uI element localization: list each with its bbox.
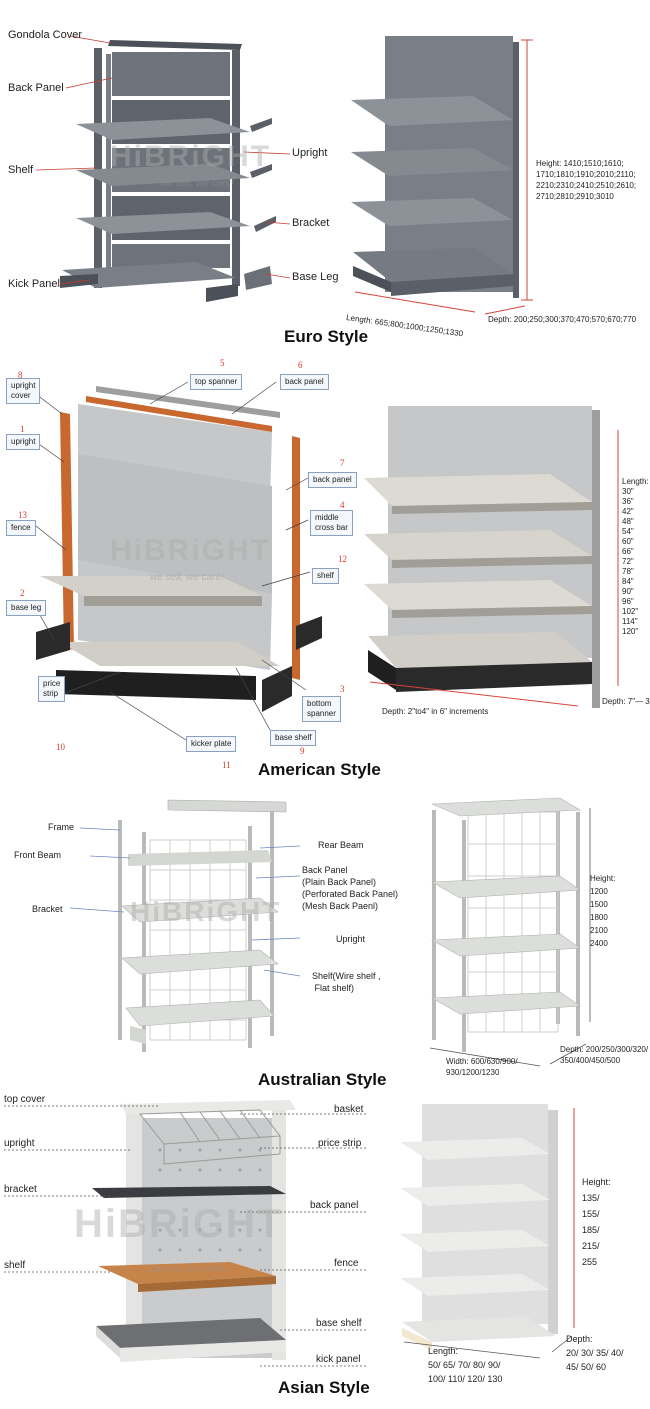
american-assembled-diagram [364, 406, 619, 708]
au-label-front-beam: Front Beam [14, 850, 62, 860]
am-num-7: 7 [340, 458, 345, 468]
am-label-top-spanner: top spanner [190, 374, 243, 390]
asian-assembled-diagram [400, 1104, 575, 1359]
euro-label-base-leg: Base Leg [292, 271, 339, 283]
euro-label-bracket: Bracket [292, 217, 330, 229]
am-num-9: 9 [300, 746, 305, 756]
american-section: 8 upright cover 1 upright 13 fence 2 bas… [0, 350, 650, 780]
am-label-base-leg: base leg [6, 600, 47, 616]
euro-label-shelf: Shelf [8, 164, 34, 176]
as-label-upright: upright [4, 1138, 35, 1149]
am-label-bottom-spanner: bottom spanner [302, 696, 341, 722]
am-label-back-panel-mid: back panel [308, 472, 357, 488]
asian-length-dim: Length: 50/ 65/ 70/ 80/ 90/ 100/ 110/ 12… [428, 1346, 503, 1384]
am-label-middle-cross-bar: middle cross bar [310, 510, 353, 536]
as-label-top-cover: top cover [4, 1094, 46, 1105]
au-label-back-panel: Back Panel (Plain Back Panel) (Perforate… [302, 865, 399, 911]
australian-assembled-diagram [429, 797, 591, 1067]
asian-section: top cover upright bracket shelf basket p… [0, 1090, 650, 1409]
am-label-fence: fence [6, 520, 36, 536]
au-label-rear-beam: Rear Beam [318, 840, 364, 850]
as-label-back-panel: back panel [310, 1200, 359, 1211]
asian-exploded-diagram [92, 1100, 296, 1362]
euro-label-kick-panel: Kick Panel [8, 278, 60, 290]
am-num-13: 13 [18, 510, 27, 520]
as-label-basket: basket [334, 1104, 364, 1115]
asian-depth-dim: Depth: 20/ 30/ 35/ 40/ 45/ 50/ 60 [566, 1334, 624, 1372]
am-num-6: 6 [298, 360, 303, 370]
american-watermark: HiBRiGHT [110, 534, 271, 567]
australian-watermark: HiBRiGHT [130, 896, 282, 927]
am-label-back-panel-top: back panel [280, 374, 329, 390]
as-label-price-strip: price strip [318, 1138, 362, 1149]
american-title: American Style [258, 760, 381, 779]
australian-width-dim: Width: 600/630/900/ 930/1200/1230 [446, 1057, 518, 1077]
euro-label-back-panel: Back Panel [8, 82, 64, 94]
as-label-shelf: shelf [4, 1260, 26, 1271]
american-depth-bottom: Depth: 2"to4" in 6" increments [382, 707, 489, 716]
am-label-kicker-plate: kicker plate [186, 736, 237, 752]
euro-title: Euro Style [284, 327, 369, 346]
au-label-upright: Upright [336, 934, 366, 944]
as-label-base-shelf: base shelf [316, 1318, 362, 1329]
am-num-12: 12 [338, 554, 347, 564]
australian-title: Australian Style [258, 1070, 387, 1089]
am-num-1: 1 [20, 424, 25, 434]
american-length-dim: Length: 30" 36" 42" 48" 54" 60" 66" 72" … [622, 477, 649, 636]
am-label-upright-cover: upright cover [6, 378, 41, 404]
am-num-10: 10 [56, 742, 65, 752]
euro-assembled-diagram [351, 36, 533, 315]
euro-watermark-slogan: we sell, we care! [160, 178, 234, 189]
asian-title: Asian Style [278, 1378, 370, 1397]
american-depth-right: Depth: 7"— 3 [602, 697, 650, 706]
am-label-price-strip: price strip [38, 676, 66, 702]
australian-exploded-diagram [69, 799, 301, 1052]
euro-depth-dim: Depth: 200;250;300;370;470;570;670;770 [488, 315, 637, 324]
au-label-bracket: Bracket [32, 904, 63, 914]
asian-watermark-slogan: we sell, we care! [150, 1264, 224, 1275]
euro-label-gondola-cover: Gondola Cover [8, 29, 82, 41]
am-label-shelf: shelf [312, 568, 339, 584]
am-num-11: 11 [222, 760, 231, 770]
am-num-4: 4 [340, 500, 345, 510]
as-label-kick-panel: kick panel [316, 1354, 361, 1365]
am-num-5: 5 [220, 358, 225, 368]
euro-watermark: HiBRiGHT [110, 140, 271, 173]
am-num-8: 8 [18, 370, 23, 380]
euro-label-upright: Upright [292, 147, 328, 159]
american-watermark-slogan: we sell, we care! [150, 572, 224, 583]
euro-exploded-diagram [35, 35, 291, 302]
euro-height-dim: Height: 1410;1510;1610; 1710;1810;1910;2… [536, 159, 637, 201]
asian-watermark: HiBRiGHT [74, 1202, 284, 1246]
am-label-upright: upright [6, 434, 41, 450]
am-num-3: 3 [340, 684, 345, 694]
australian-section: Frame Front Beam Bracket Rear Beam Back … [0, 780, 650, 1090]
american-exploded-diagram [35, 381, 322, 741]
euro-section: Gondola Cover Back Panel Shelf Kick Pane… [0, 0, 650, 350]
am-num-2: 2 [20, 588, 25, 598]
as-label-bracket: bracket [4, 1184, 37, 1195]
am-label-base-shelf: base shelf [270, 730, 317, 746]
as-label-fence: fence [334, 1258, 359, 1269]
au-label-shelf: Shelf(Wire shelf , Flat shelf) [312, 971, 381, 993]
australian-depth-dim: Depth: 200/250/300/320/ 350/400/450/500 [560, 1045, 649, 1065]
au-label-frame: Frame [48, 822, 75, 832]
australian-height-dim: Height: 1200 1500 1800 2100 2400 [590, 874, 616, 948]
asian-height-dim: Height: 135/ 155/ 185/ 215/ 255 [582, 1177, 611, 1267]
asian-leader-lines [4, 1105, 366, 1367]
